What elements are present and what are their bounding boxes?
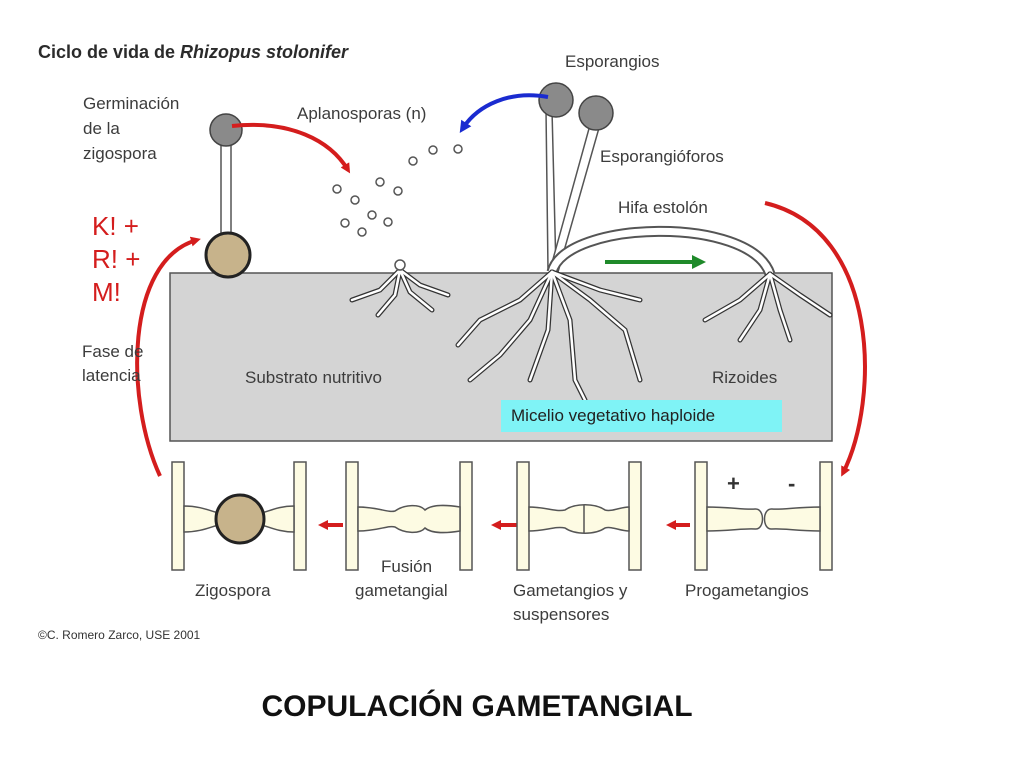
- label-germination-2: de la: [83, 119, 120, 138]
- stage-progametangia: [694, 461, 833, 571]
- red-arrow-left-loop: [135, 236, 201, 477]
- aplanospore-dots: [332, 144, 463, 237]
- label-condition-r: R! +: [92, 244, 141, 274]
- sporangium-right: [578, 95, 614, 131]
- stage-gametangia: [516, 461, 642, 571]
- diagram-title: Ciclo de vida de Rhizopus stolonifer: [38, 42, 349, 62]
- label-sporangiophores: Esporangióforos: [600, 147, 724, 166]
- label-latency-1: Fase de: [82, 342, 144, 361]
- sign-minus: -: [788, 471, 796, 496]
- label-progametangia: Progametangios: [685, 581, 809, 600]
- rhizoids: [349, 259, 833, 403]
- label-stolon: Hifa estolón: [618, 198, 708, 217]
- slide-caption: COPULACIÓN GAMETANGIAL: [261, 690, 693, 723]
- label-zygospore: Zigospora: [195, 581, 271, 600]
- blue-arrow-sporangium-release: [459, 93, 549, 134]
- label-fusion-2: gametangial: [355, 581, 448, 600]
- label-germination-1: Germinación: [83, 94, 180, 113]
- label-condition-k: K! +: [92, 211, 139, 241]
- label-substrate: Substrato nutritivo: [245, 368, 383, 387]
- sign-plus: +: [727, 471, 740, 496]
- credit: ©C. Romero Zarco, USE 2001: [38, 628, 201, 642]
- sporangium-left: [538, 82, 574, 118]
- red-arrow-to-aplanospores: [231, 123, 351, 174]
- red-arrow-right-loop: [764, 201, 867, 477]
- label-gametangia-2: suspensores: [513, 605, 610, 624]
- stage-zygospore: [171, 461, 307, 571]
- label-condition-m: M!: [92, 277, 121, 307]
- label-gametangia-1: Gametangios y: [513, 581, 628, 600]
- label-latency-2: latencia: [82, 366, 141, 385]
- label-aplanospores: Aplanosporas (n): [297, 104, 427, 123]
- stolon-hypha: [546, 225, 776, 277]
- label-mycelium: Micelio vegetativo haploide: [501, 400, 782, 432]
- label-germination-3: zigospora: [83, 144, 157, 163]
- germinating-zygospore: [204, 113, 252, 279]
- stage-fusion: [345, 461, 473, 571]
- label-sporangia: Esporangios: [565, 52, 660, 71]
- label-fusion-1: Fusión: [381, 557, 433, 576]
- label-rhizoids: Rizoides: [712, 368, 778, 387]
